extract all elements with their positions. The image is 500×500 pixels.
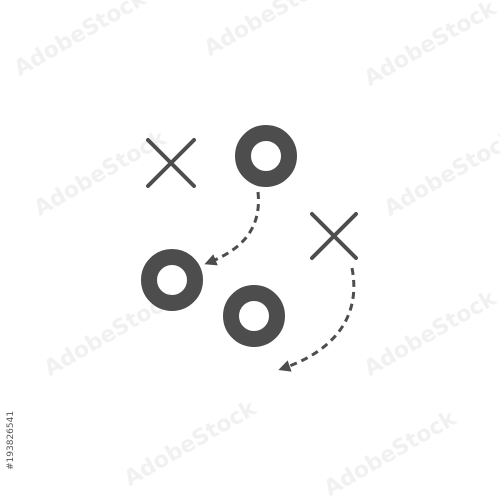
- x-mark-icon: [310, 212, 358, 260]
- dashed-arrow-icon: [278, 267, 356, 372]
- o-mark-icon: [235, 125, 297, 187]
- o-mark-icon: [141, 249, 203, 311]
- stock-id-label: #193826541: [6, 410, 16, 470]
- dashed-arrow-icon: [204, 191, 260, 266]
- o-mark-icon: [223, 285, 285, 347]
- x-mark-icon: [146, 138, 196, 188]
